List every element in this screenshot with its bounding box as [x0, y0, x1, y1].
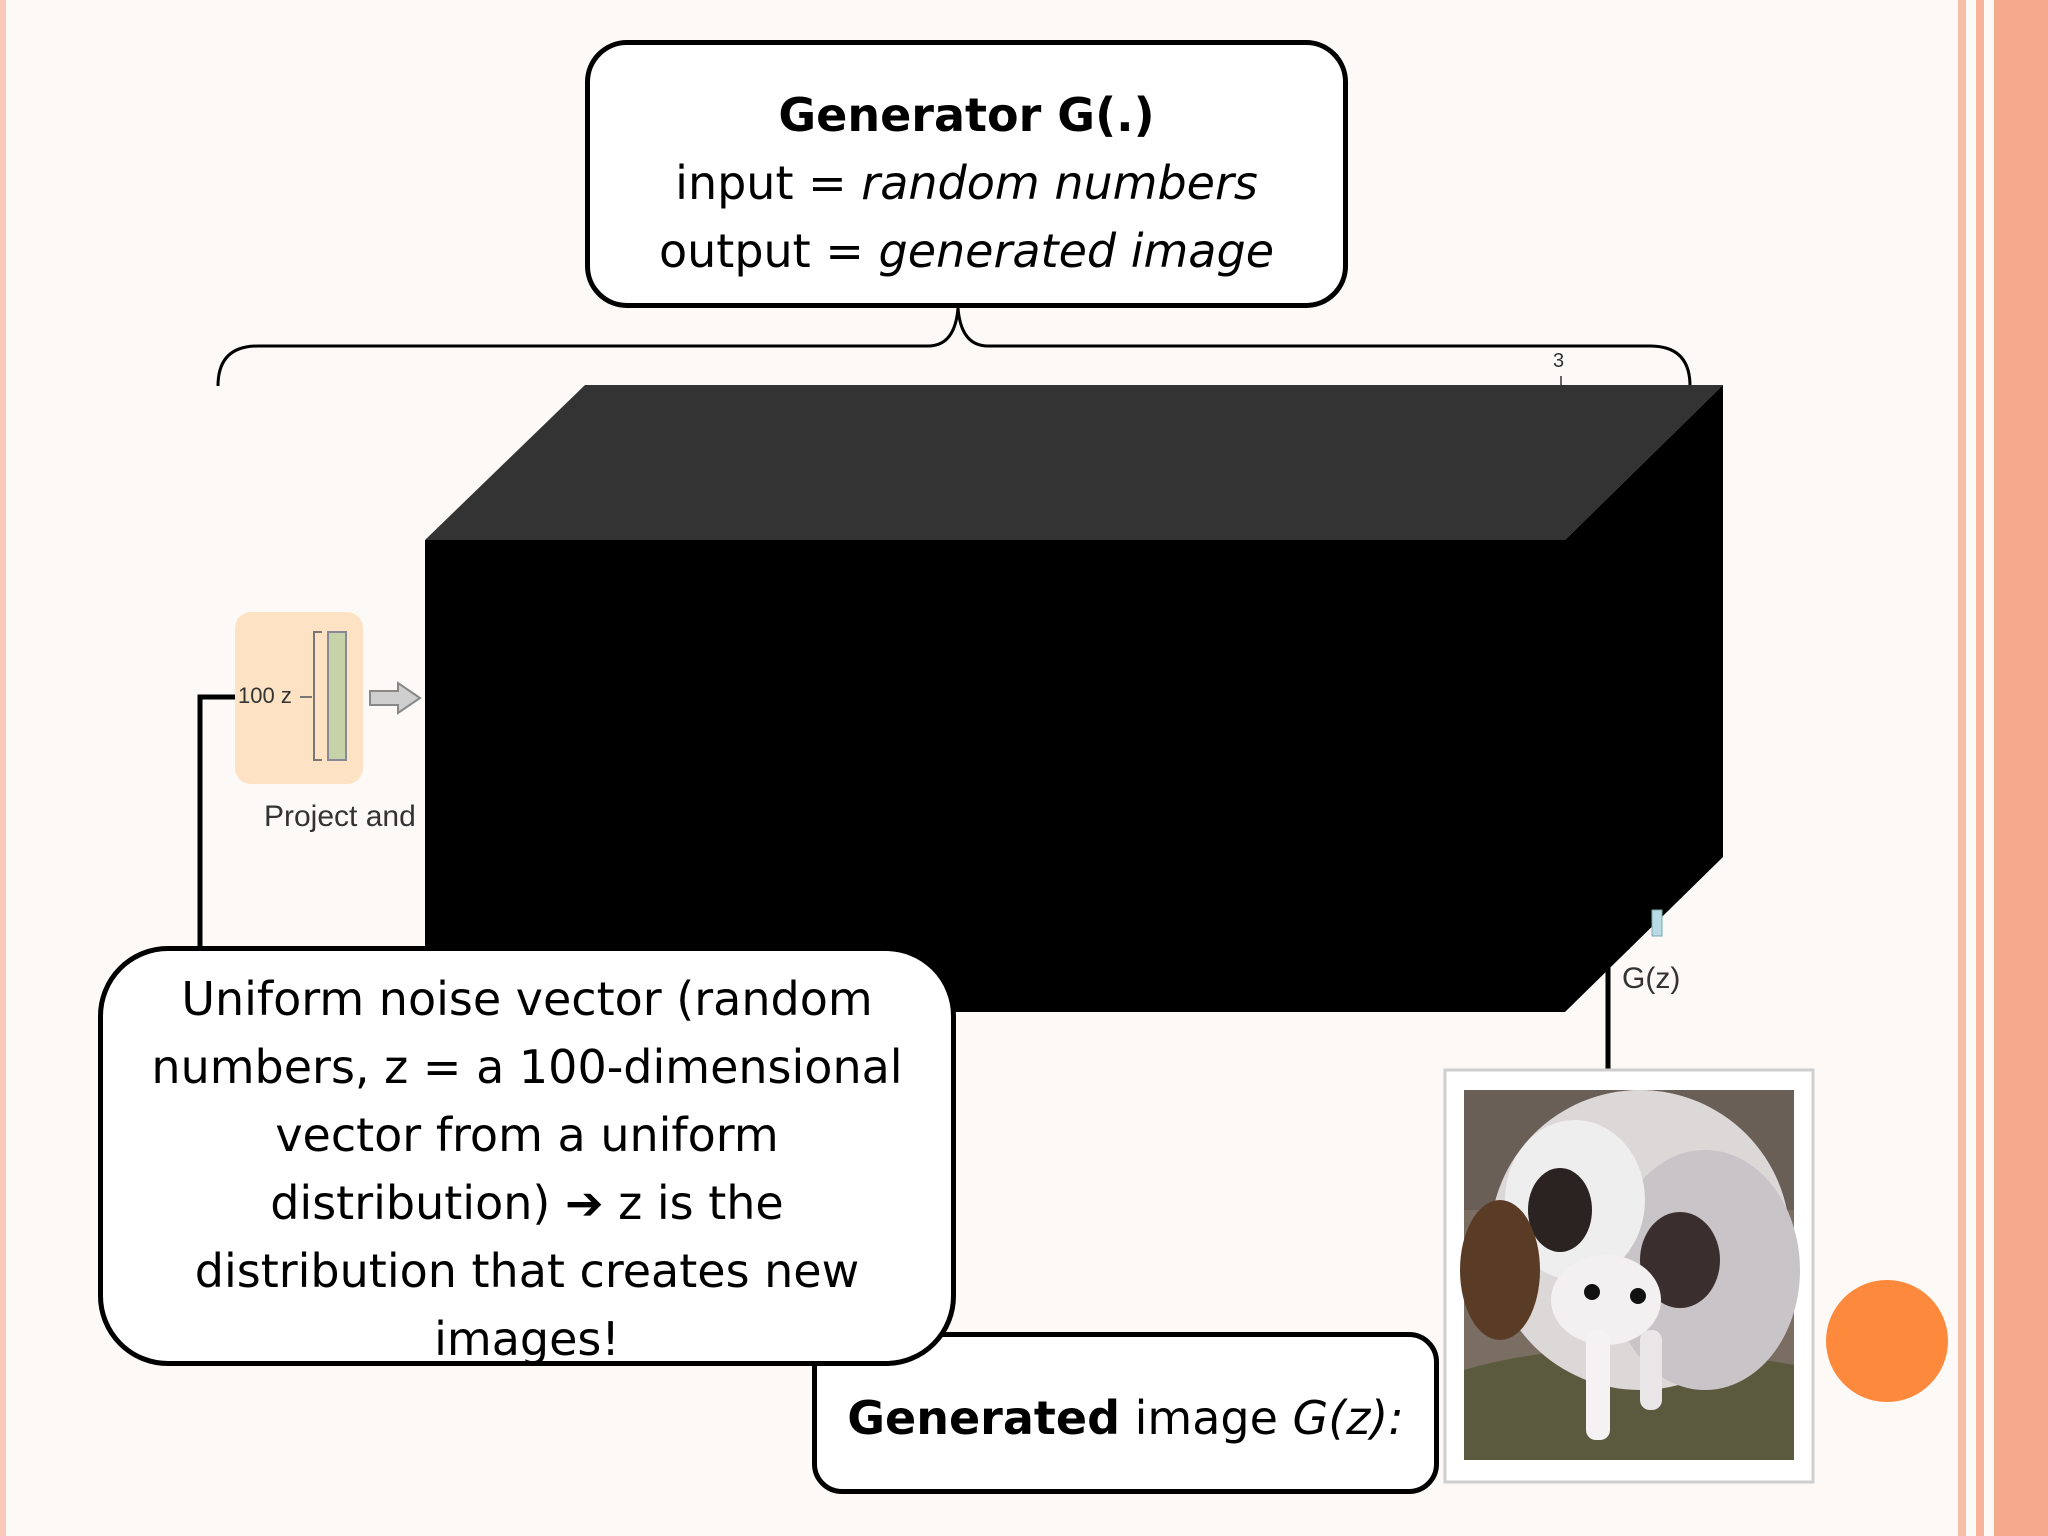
generator-box: Generator G(.) input = random numbers ou… — [585, 40, 1348, 308]
block-front-face — [425, 540, 1565, 1012]
block-side-face — [1565, 385, 1723, 1012]
noise-box-line: distribution that creates new — [194, 1244, 860, 1298]
noise-box: Uniform noise vector (random numbers, z … — [98, 946, 956, 1366]
border-stripe-2 — [1976, 0, 1984, 1536]
depth-label: 3 — [1553, 350, 1565, 372]
noise-connector — [197, 694, 235, 948]
noise-vector-bar — [327, 631, 347, 761]
orange-dot — [1826, 1280, 1948, 1402]
border-stripe-1 — [1958, 0, 1966, 1536]
border-stripe-3 — [1994, 0, 2048, 1536]
noise-box-line: numbers, z = a 100-dimensional — [151, 1040, 903, 1094]
noise-box-line: images! — [434, 1312, 620, 1366]
generator-output-value: generated image — [878, 224, 1275, 278]
curly-brace — [216, 307, 1692, 387]
border-stripe-left — [0, 0, 6, 1536]
noise-vector-label: 100 z — [238, 683, 292, 708]
generator-output-line: output = generated image — [658, 224, 1275, 278]
gray-arrow-icon — [369, 681, 422, 715]
noise-box-line: distribution) ➔ z is the — [270, 1176, 784, 1230]
gz-output-label: G(z) — [1622, 962, 1681, 995]
generator-input-line: input = random numbers — [675, 156, 1258, 210]
noise-box-line: Uniform noise vector (random — [181, 972, 873, 1026]
noise-box-line: vector from a uniform — [275, 1108, 779, 1162]
block-top-face — [425, 385, 1723, 540]
generator-input-value: random numbers — [861, 156, 1258, 210]
generated-dog-image — [1460, 1090, 1800, 1460]
generator-title: Generator G(.) — [778, 88, 1155, 142]
generated-image-caption: Generated image G(z): — [847, 1391, 1404, 1445]
project-label: Project and r — [264, 800, 424, 833]
